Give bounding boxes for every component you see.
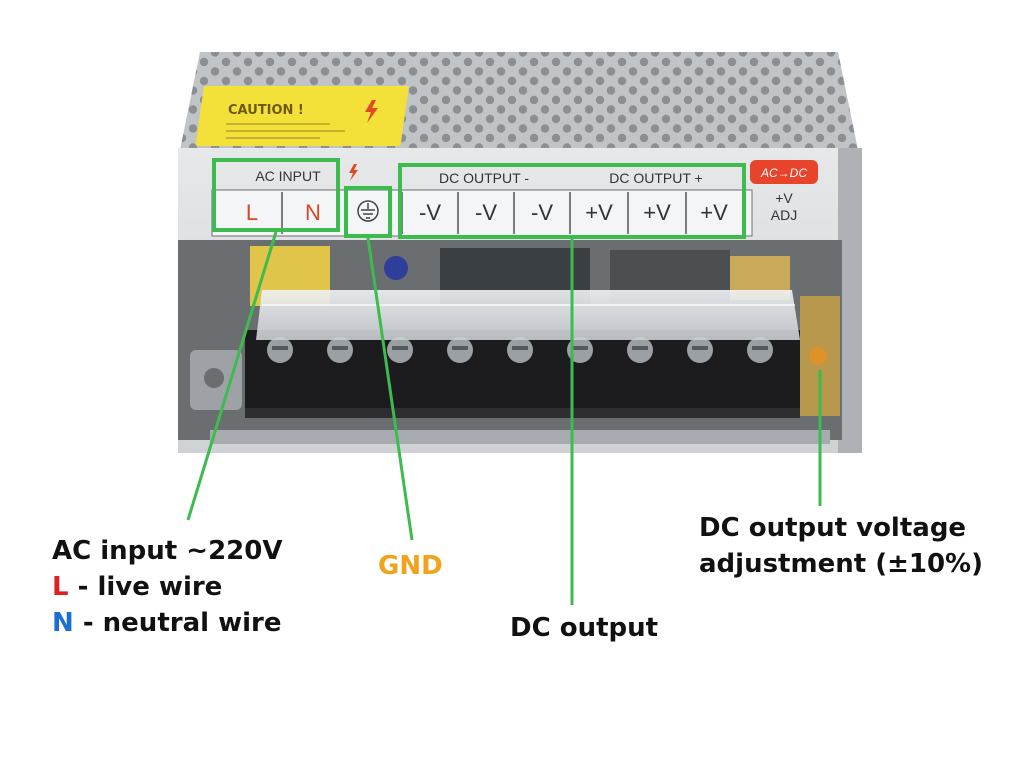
ac-dc-badge-text: AC→DC <box>760 166 807 180</box>
neutral-wire-line: N - neutral wire <box>52 605 282 641</box>
gnd-callout: GND <box>378 551 443 581</box>
terminal-label-minus-v-3: -V <box>531 200 553 225</box>
gnd-highlight-box <box>344 186 392 238</box>
dc-output-callout: DC output <box>510 613 659 643</box>
terminal-label-plus-v-3: +V <box>700 200 728 225</box>
terminal-cover <box>256 290 800 340</box>
highlight-boxes <box>212 158 746 239</box>
terminal-label-minus-v-2: -V <box>475 200 497 225</box>
ac-input-callout-title: AC input ~220V <box>52 536 283 566</box>
ac-input-header: AC INPUT <box>255 168 321 184</box>
dc-output-highlight-box <box>398 163 746 239</box>
adjustment-callout-line2: adjustment (±10%) <box>699 549 983 579</box>
terminal-label-l: L <box>246 200 258 225</box>
ac-input-callout: AC input ~220V L - live wire N - neutral… <box>52 533 282 641</box>
terminal-label-n: N <box>305 200 321 225</box>
adjustment-potentiometer <box>809 347 827 365</box>
adjustment-callout: DC output voltage adjustment (±10%) <box>699 510 983 582</box>
high-voltage-icon <box>349 164 358 181</box>
live-wire-letter: L <box>52 572 69 602</box>
terminal-label-plus-v-1: +V <box>585 200 613 225</box>
terminal-label-minus-v-1: -V <box>419 200 441 225</box>
adj-bottom-label: ADJ <box>771 207 797 223</box>
neutral-wire-text: - neutral wire <box>73 608 282 638</box>
adj-top-label: +V <box>775 190 793 206</box>
neutral-wire-letter: N <box>52 608 74 638</box>
dc-output-minus-header: DC OUTPUT - <box>439 170 529 186</box>
live-wire-line: L - live wire <box>52 569 282 605</box>
caution-sticker: CAUTION ! <box>195 86 409 146</box>
gnd-leader-line <box>366 237 414 541</box>
terminal-screws <box>267 337 773 363</box>
terminal-label-plus-v-2: +V <box>643 200 671 225</box>
caution-label: CAUTION ! <box>228 103 304 118</box>
lightning-icon <box>365 100 378 123</box>
ac-input-leader-line <box>186 231 278 521</box>
callout-lines <box>186 231 822 605</box>
terminal-block <box>210 290 830 444</box>
adjustment-callout-line1: DC output voltage <box>699 513 967 543</box>
ac-input-highlight-box <box>212 158 340 232</box>
ground-symbol-icon <box>357 200 379 222</box>
live-wire-text: - live wire <box>68 572 223 602</box>
ac-dc-badge <box>750 160 818 184</box>
dc-output-plus-header: DC OUTPUT + <box>609 170 702 186</box>
